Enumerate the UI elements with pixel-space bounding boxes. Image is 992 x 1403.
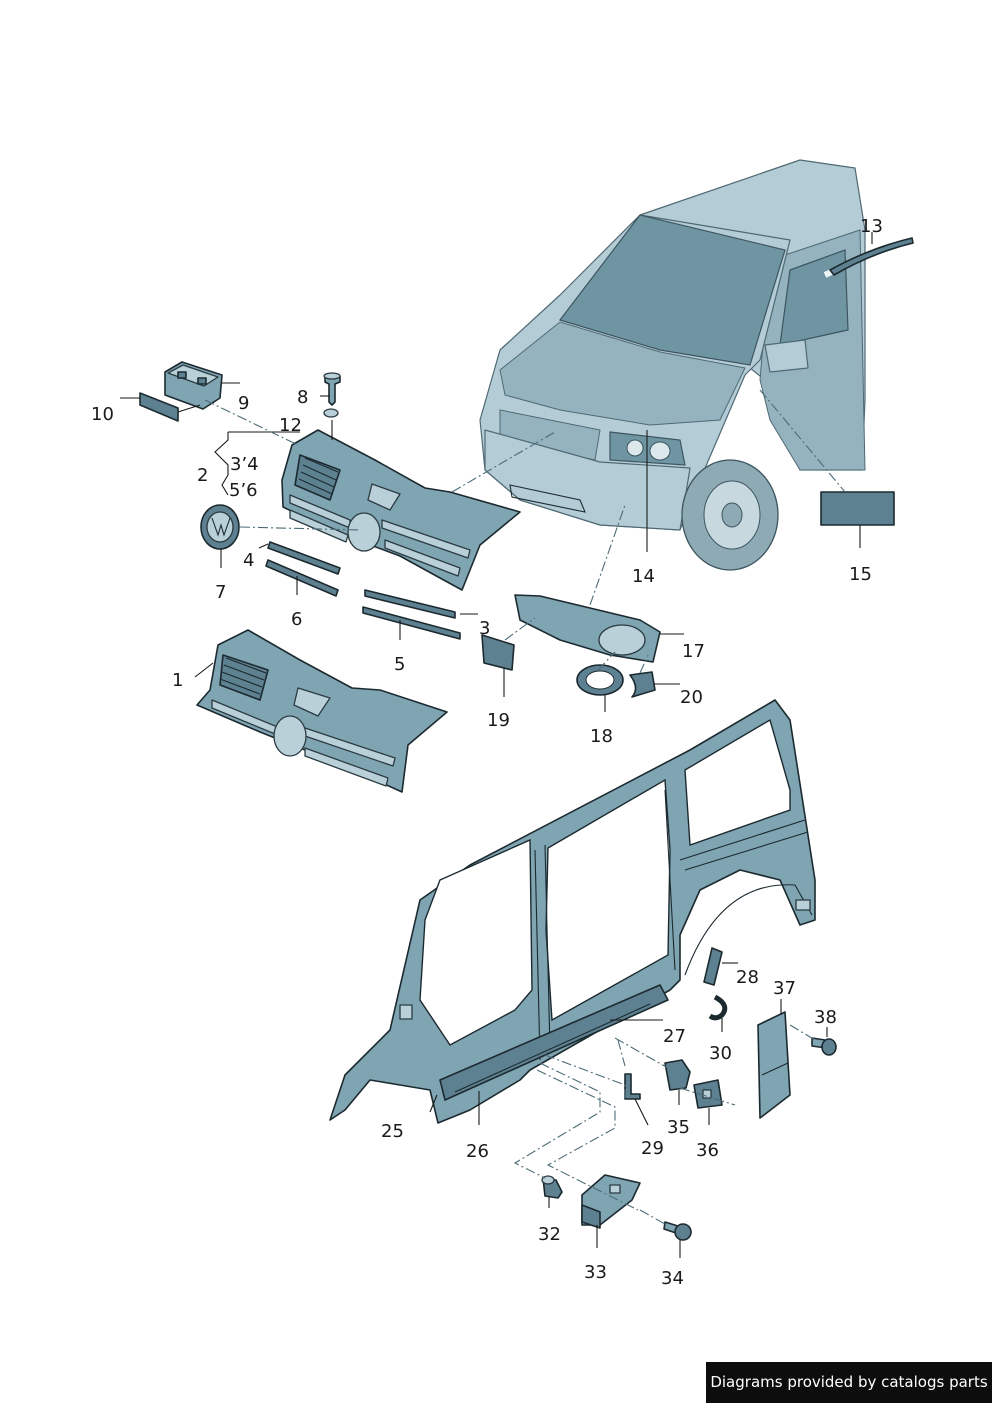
callout-2: 2 [197,465,208,486]
part-17-trim [514,594,661,663]
part-7-emblem [200,504,240,550]
part-37-flap [757,1011,791,1119]
part-30-clip [708,994,728,1021]
side-panel [329,699,816,1124]
part-18-ring [576,664,624,696]
callout-33: 33 [584,1262,607,1283]
callout-5: 5 [394,654,405,675]
part-12-washer [323,408,339,418]
callout-14: 14 [632,566,655,587]
part-20-cover [629,671,656,698]
callout-15: 15 [849,564,872,585]
callout-20: 20 [680,687,703,708]
callout-12: 12 [279,415,302,436]
callout-29: 29 [641,1138,664,1159]
part-10-strip [139,392,179,422]
callout-38: 38 [814,1007,837,1028]
callout-3-4: 3’4 [230,454,259,475]
part-38-screw [811,1037,837,1056]
part-4-strip [267,541,341,575]
callout-36: 36 [696,1140,719,1161]
part-35-bracket [664,1059,691,1091]
part-19-cap [481,634,515,671]
callout-10: 10 [91,404,114,425]
callout-17: 17 [682,641,705,662]
callout-4: 4 [243,550,254,571]
part-5-strip [362,606,461,640]
leader-lines [120,232,873,1258]
van-illustration [479,159,866,571]
callout-6: 6 [291,609,302,630]
callout-8: 8 [297,387,308,408]
footer-credit: Diagrams provided by catalogs parts [706,1362,992,1403]
callout-3: 3 [479,618,490,639]
callout-5-6: 5’6 [229,480,258,501]
callout-34: 34 [661,1268,684,1289]
part-13-moulding [829,237,914,276]
callout-25: 25 [381,1121,404,1142]
part-29-clip [624,1073,641,1100]
callout-27: 27 [663,1026,686,1047]
callout-9: 9 [238,393,249,414]
grille-lower-part-1 [196,629,448,793]
callout-28: 28 [736,967,759,988]
part-33-bracket [581,1174,641,1229]
callout-18: 18 [590,726,613,747]
callout-32: 32 [538,1224,561,1245]
callout-13: 13 [860,216,883,237]
callout-37: 37 [773,978,796,999]
callout-30: 30 [709,1043,732,1064]
callout-7: 7 [215,582,226,603]
grille-upper [281,429,521,591]
callout-26: 26 [466,1141,489,1162]
part-28-clip [703,947,723,986]
callout-1: 1 [172,670,183,691]
part-9-module [164,361,223,410]
part-32-clip [541,1175,563,1199]
part-3-strip [364,589,456,619]
part-34-screw [663,1221,692,1241]
part-8-screw [323,372,341,406]
callout-labels: 1 2 3’4 5’6 3 4 5 6 7 8 9 10 12 13 14 15… [91,216,883,1289]
assembly-lines [204,389,846,1225]
part-6-strip [265,559,339,597]
part-15-label [820,491,895,526]
callout-19: 19 [487,710,510,731]
part-36-bracket [693,1079,723,1109]
callout-35: 35 [667,1117,690,1138]
